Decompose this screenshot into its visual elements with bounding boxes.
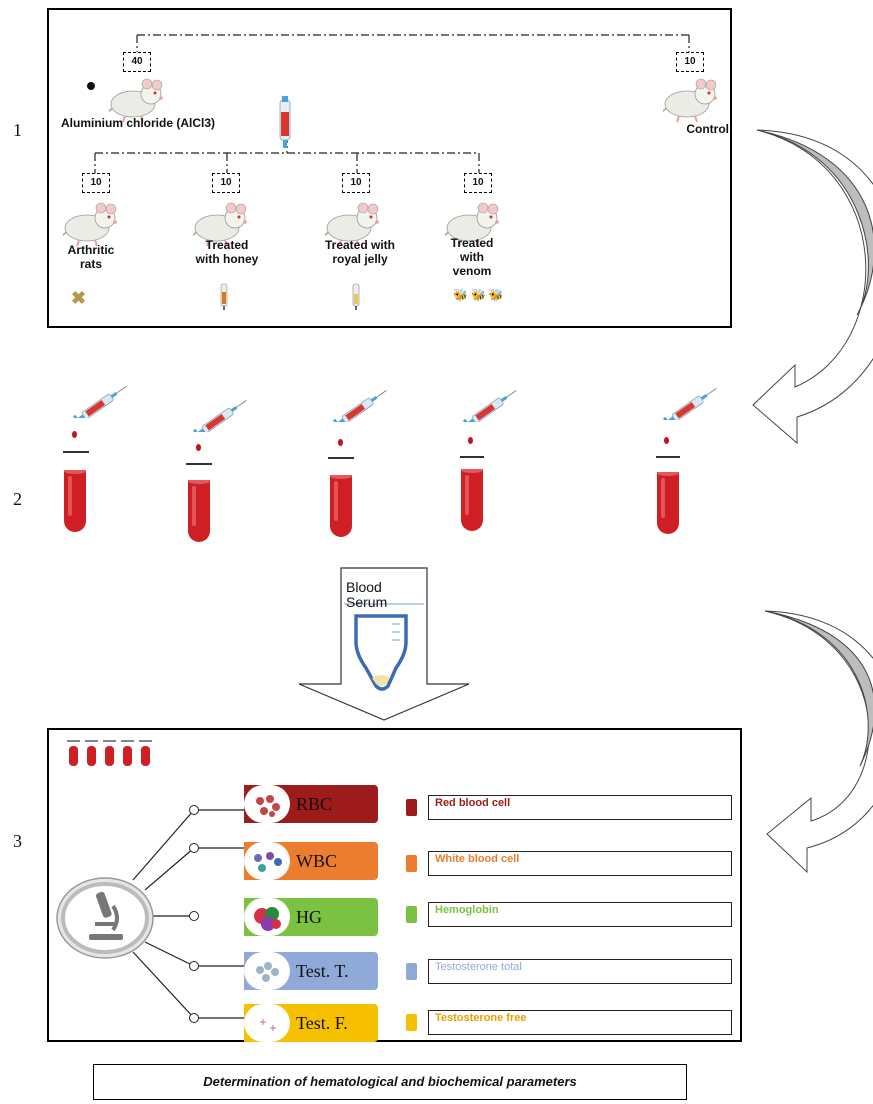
control-label: Control (686, 122, 729, 136)
experimental-groups-panel: 40 Aluminium chloride (AlCl3) 10 Control… (47, 8, 732, 328)
syringe-icon (662, 382, 721, 420)
step-number-1: 1 (13, 120, 22, 140)
honey-vial-icon (220, 283, 228, 310)
color-swatch (406, 799, 417, 816)
step-number-3: 3 (13, 831, 22, 851)
analysis-panel: RBC WBC HG Test. T. Test. F. (47, 728, 742, 1042)
group-count: 10 (212, 173, 240, 193)
blood-drop (196, 444, 201, 451)
wbc-icon (244, 842, 290, 880)
param-code: Test. T. (296, 961, 349, 981)
param-description-test-t: Testosterone total (428, 959, 732, 984)
param-description-wbc: White blood cell (428, 851, 732, 876)
param-code: Test. F. (296, 1013, 348, 1033)
param-description-rbc: Red blood cell (428, 795, 732, 820)
blood-drop (72, 431, 77, 438)
param-pill-rbc: RBC (244, 785, 378, 823)
blood-tube-icon (461, 469, 483, 531)
param-pill-hg: HG (244, 898, 378, 936)
color-swatch (406, 855, 417, 872)
main-group-count: 40 (123, 52, 151, 72)
syringe-icon (332, 384, 391, 422)
microscope-icon (56, 877, 154, 959)
syringe-icon (279, 96, 291, 148)
param-description-test-f: Testosterone free (428, 1010, 732, 1035)
blood-drop (664, 437, 669, 444)
blood-sampling-row (0, 368, 873, 548)
connector-lines (132, 805, 244, 1023)
color-swatch (406, 963, 417, 980)
param-pill-wbc: WBC (244, 842, 378, 880)
divider-line (186, 463, 212, 465)
divider-line (328, 457, 354, 459)
tube-rack-icon (67, 740, 152, 766)
bee-icon: 🐝🐝🐝 (453, 288, 507, 302)
hemoglobin-icon (244, 898, 290, 936)
testosterone-free-icon (244, 1004, 290, 1042)
rbc-icon (244, 785, 290, 823)
step-number-2: 2 (13, 489, 22, 509)
syringe-icon (72, 380, 131, 418)
footer-caption: Determination of hematological and bioch… (93, 1064, 687, 1100)
divider-line (656, 456, 680, 458)
param-code: HG (296, 907, 322, 927)
group-count: 10 (342, 173, 370, 193)
royal-jelly-vial-icon (352, 283, 360, 310)
curved-arrow-icon (752, 129, 873, 445)
cross-icon: ✖ (71, 288, 87, 308)
divider-line (63, 451, 89, 453)
color-swatch (406, 906, 417, 923)
param-pill-test-t: Test. T. (244, 952, 378, 990)
blood-drop (338, 439, 343, 446)
syringe-icon (462, 384, 521, 422)
divider-line (460, 456, 484, 458)
param-description-hg: Hemoglobin (428, 902, 732, 927)
syringe-icon (192, 394, 251, 432)
group-count: 10 (464, 173, 492, 193)
blood-tube-icon (330, 475, 352, 537)
param-code: WBC (296, 851, 338, 871)
param-code: RBC (296, 794, 333, 814)
testosterone-total-icon (244, 952, 290, 990)
blood-tube-icon (657, 472, 679, 534)
curved-arrow-icon (764, 610, 873, 874)
blood-tube-icon (188, 480, 210, 542)
group-tree-lines (94, 34, 690, 173)
group-count: 10 (82, 173, 110, 193)
param-pill-test-f: Test. F. (244, 1004, 378, 1042)
main-group-label: Aluminium chloride (AlCl3) (61, 116, 216, 130)
bullet-dot (87, 82, 95, 90)
blood-tube-icon (64, 470, 86, 532)
serum-tube-icon (354, 614, 408, 691)
blood-drop (468, 437, 473, 444)
control-count: 10 (676, 52, 704, 72)
color-swatch (406, 1014, 417, 1031)
